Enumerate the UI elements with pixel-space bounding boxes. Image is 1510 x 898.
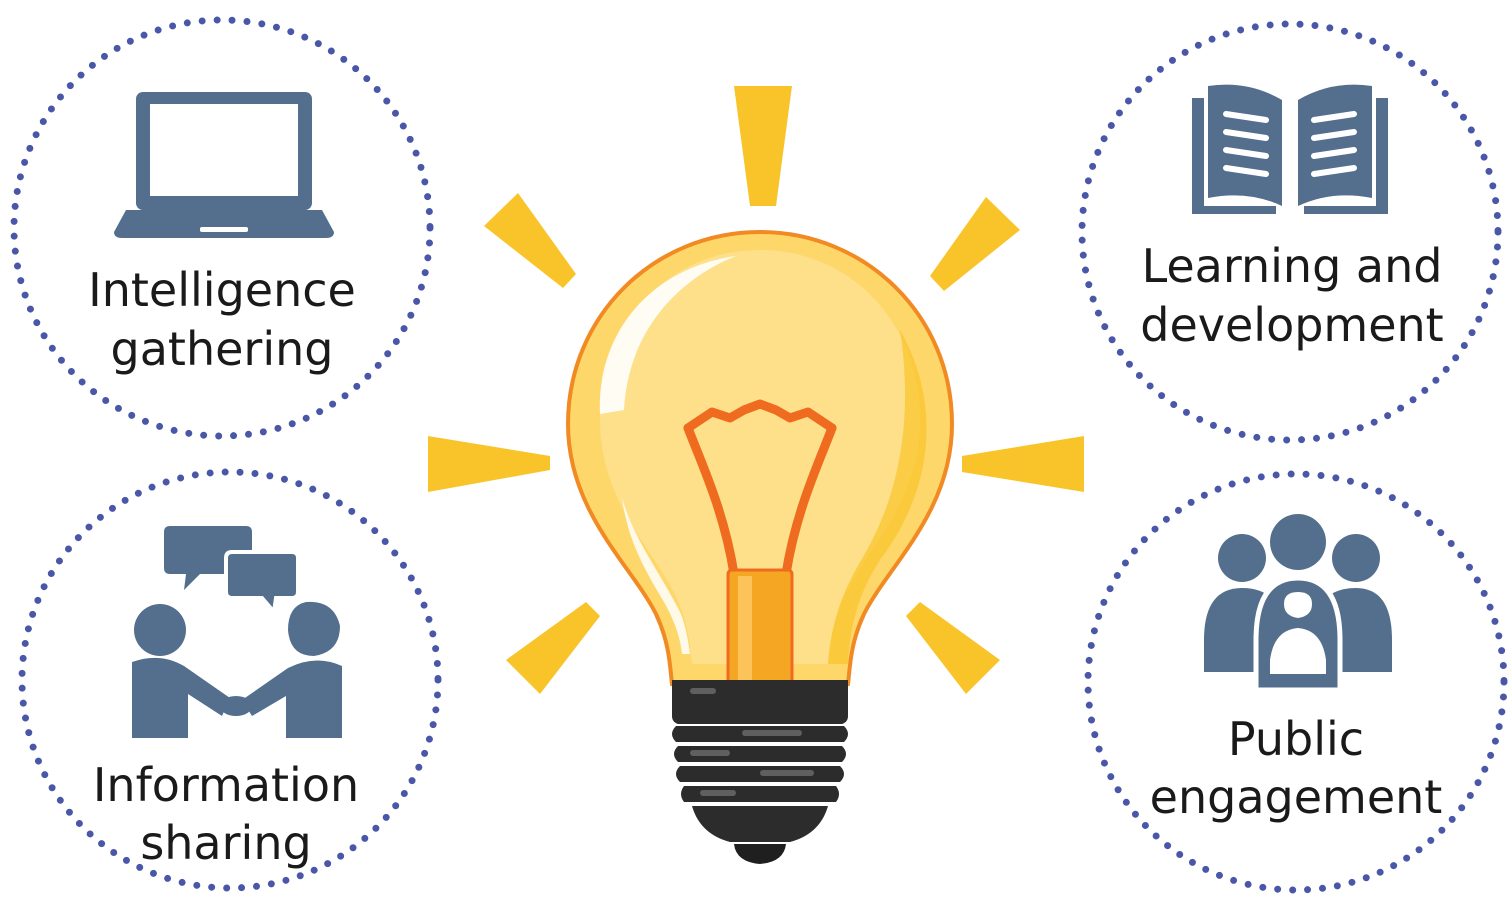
dotted-ring [1084, 470, 1508, 894]
node-intelligence-gathering: Intelligence gathering [10, 16, 434, 440]
bulb-highlight [599, 256, 736, 414]
node-label-line1: Learning and [1142, 239, 1443, 293]
ray-upper-right [930, 197, 1020, 291]
dotted-ring [18, 468, 442, 892]
ray-right [962, 436, 1084, 492]
dotted-ring [1078, 20, 1502, 444]
open-book-icon [1192, 84, 1388, 214]
ray-lower-left [506, 602, 600, 694]
light-rays [428, 86, 1084, 694]
node-learning-and-development: Learning and development [1078, 20, 1502, 444]
ray-top [734, 86, 792, 206]
node-label-line1: Intelligence [88, 263, 356, 317]
bulb-shade [828, 330, 927, 664]
ray-upper-left [484, 193, 576, 288]
node-label-line2: gathering [111, 322, 334, 376]
ray-lower-right [906, 602, 1000, 694]
ray-left [428, 436, 550, 492]
people-group-icon [1204, 514, 1392, 693]
node-label-line2: engagement [1150, 770, 1443, 824]
node-information-sharing: Information sharing [18, 468, 442, 892]
filament [683, 399, 837, 579]
node-label-line2: development [1140, 298, 1443, 352]
filament-stem [726, 568, 794, 688]
node-label-line2: sharing [140, 816, 311, 870]
node-label-line1: Information [93, 758, 359, 812]
light-bulb-icon [428, 86, 1084, 864]
bulb-highlight-lower [622, 498, 690, 654]
dotted-ring [10, 16, 434, 440]
conversation-icon [132, 526, 342, 738]
bulb-base [672, 680, 848, 864]
node-public-engagement: Public engagement [1084, 470, 1508, 894]
node-label-line1: Public [1228, 712, 1364, 766]
laptop-icon [114, 92, 334, 238]
bulb-inner-glow [600, 250, 920, 664]
